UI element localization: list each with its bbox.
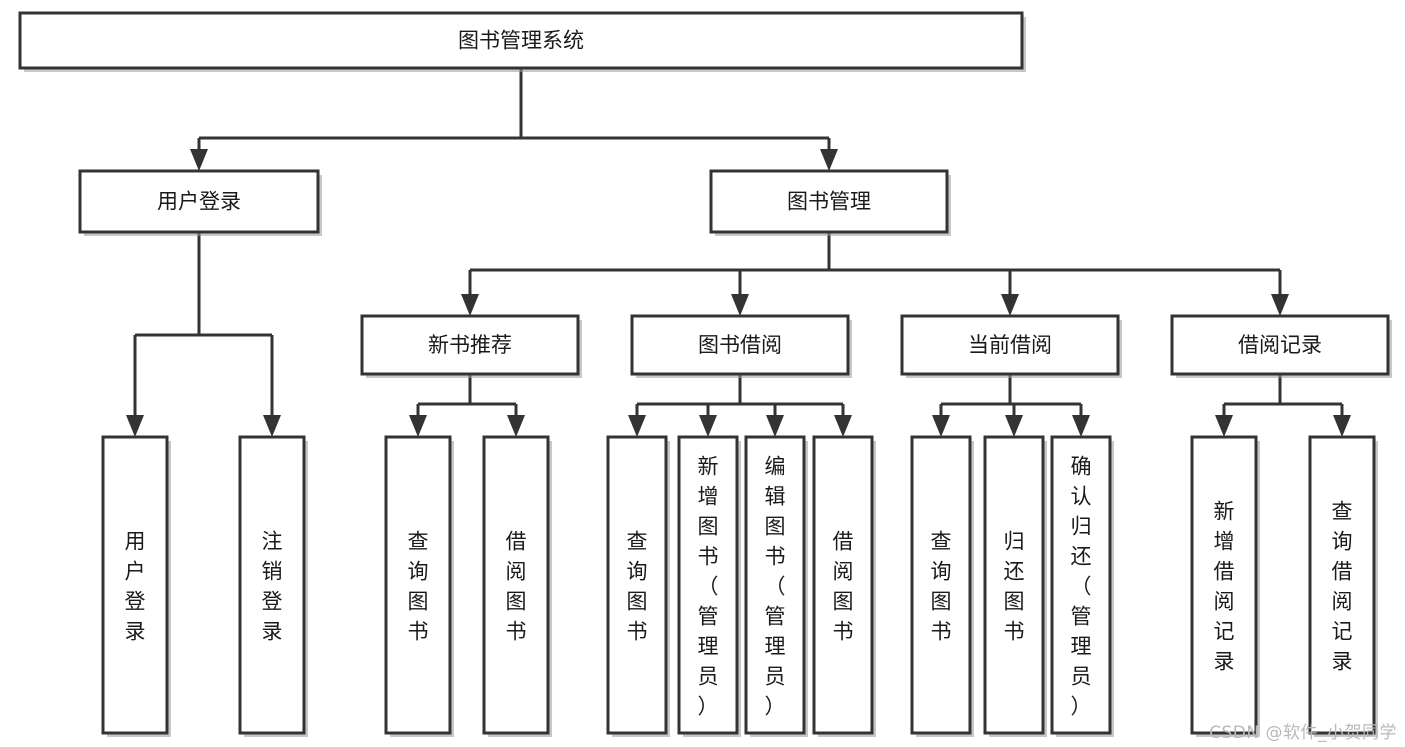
book-borrow-to-leaf-borrow-book-br-arrowhead (834, 415, 852, 437)
borrow-record-to-leaf-query-record-arrowhead (1333, 415, 1351, 437)
node-borrow-record[interactable]: 借阅记录 (1170, 314, 1392, 378)
new-book-recommend-to-leaf-query-book-rec-arrowhead (409, 415, 427, 437)
node-user-login[interactable]: 用户登录 (78, 169, 322, 236)
node-leaf-borrow-book-rec[interactable]: 借阅图书 (482, 435, 552, 737)
node-label: 图书管理 (787, 190, 871, 214)
current-borrow-to-leaf-return-book-arrowhead (1005, 415, 1023, 437)
user-login-to-leaf-logout-arrowhead (263, 415, 281, 437)
book-borrow-to-leaf-query-book-br-arrowhead (628, 415, 646, 437)
node-leaf-return-book[interactable]: 归还图书 (983, 435, 1047, 737)
book-borrow-to-leaf-add-book-arrowhead (699, 415, 717, 437)
root-to-book-manage-arrowhead (820, 149, 838, 171)
node-label: 确认归还（管理员） (1071, 454, 1092, 718)
node-label: 编辑图书（管理员） (765, 454, 786, 718)
node-leaf-query-record[interactable]: 查询借阅记录 (1308, 435, 1378, 737)
node-new-book-recommend[interactable]: 新书推荐 (360, 314, 582, 378)
node-label: 用户登录 (125, 529, 146, 643)
book-manage-to-book-borrow-arrowhead (731, 294, 749, 316)
node-label: 查询图书 (627, 529, 648, 643)
node-layer: 图书管理系统用户登录图书管理新书推荐图书借阅当前借阅借阅记录用户登录注销登录查询… (18, 11, 1392, 737)
node-leaf-query-book-rec[interactable]: 查询图书 (384, 435, 454, 737)
node-label: 查询图书 (931, 529, 952, 643)
node-leaf-user-login[interactable]: 用户登录 (101, 435, 171, 737)
node-leaf-logout[interactable]: 注销登录 (238, 435, 308, 737)
node-label: 借阅记录 (1238, 333, 1322, 357)
node-label: 新增借阅记录 (1214, 499, 1235, 673)
node-label: 新增图书（管理员） (698, 454, 719, 718)
borrow-record-to-leaf-add-record-arrowhead (1215, 415, 1233, 437)
node-label: 借阅图书 (506, 529, 527, 643)
current-borrow-to-leaf-query-book-cb-arrowhead (932, 415, 950, 437)
node-leaf-query-book-cb[interactable]: 查询图书 (910, 435, 974, 737)
node-label: 当前借阅 (968, 333, 1052, 357)
node-label: 新书推荐 (428, 333, 512, 357)
node-label: 图书借阅 (698, 333, 782, 357)
user-login-to-leaf-user-login-arrowhead (126, 415, 144, 437)
node-label: 图书管理系统 (458, 29, 584, 53)
node-root[interactable]: 图书管理系统 (18, 11, 1026, 72)
node-current-borrow[interactable]: 当前借阅 (900, 314, 1122, 378)
book-manage-to-borrow-record-arrowhead (1271, 294, 1289, 316)
root-to-user-login-arrowhead (190, 149, 208, 171)
book-manage-to-new-book-recommend-arrowhead (461, 294, 479, 316)
connector-layer (126, 68, 1351, 437)
node-label: 用户登录 (157, 190, 241, 214)
new-book-recommend-to-leaf-borrow-book-rec-arrowhead (507, 415, 525, 437)
node-label: 注销登录 (262, 529, 283, 643)
node-book-manage[interactable]: 图书管理 (709, 169, 951, 236)
node-leaf-add-book[interactable]: 新增图书（管理员） (677, 435, 741, 737)
node-label: 查询借阅记录 (1332, 499, 1353, 673)
node-leaf-add-record[interactable]: 新增借阅记录 (1190, 435, 1260, 737)
node-label: 归还图书 (1004, 529, 1025, 643)
book-manage-to-current-borrow-arrowhead (1001, 294, 1019, 316)
node-leaf-confirm-return[interactable]: 确认归还（管理员） (1050, 435, 1114, 737)
node-label: 借阅图书 (833, 529, 854, 643)
node-book-borrow[interactable]: 图书借阅 (630, 314, 852, 378)
node-leaf-query-book-br[interactable]: 查询图书 (606, 435, 670, 737)
node-leaf-borrow-book-br[interactable]: 借阅图书 (812, 435, 876, 737)
node-label: 查询图书 (408, 529, 429, 643)
node-leaf-edit-book[interactable]: 编辑图书（管理员） (744, 435, 808, 737)
book-borrow-to-leaf-edit-book-arrowhead (766, 415, 784, 437)
current-borrow-to-leaf-confirm-return-arrowhead (1072, 415, 1090, 437)
